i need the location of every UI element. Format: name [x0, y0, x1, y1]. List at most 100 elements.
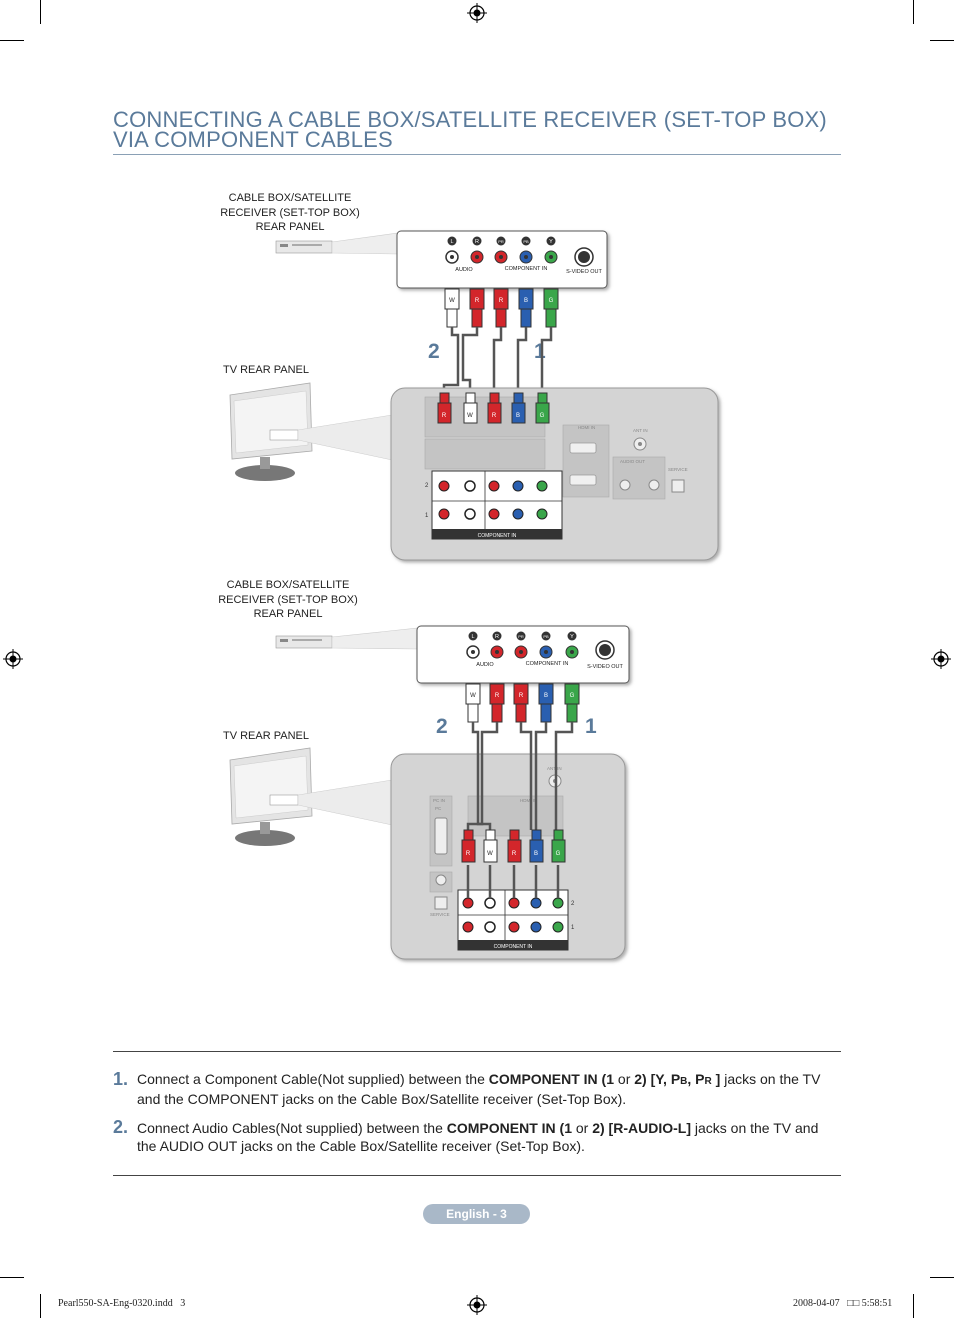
step-bold-part: 2) [Y, P — [634, 1071, 681, 1087]
svideo-out-label: S-VIDEO OUT — [566, 269, 602, 275]
hdmi-ports — [569, 442, 597, 486]
footer-file-name: Pearl550-SA-Eng-0320.indd 3 — [58, 1298, 186, 1309]
audio-label: AUDIO — [455, 267, 473, 273]
step-bold-part: ] — [711, 1071, 721, 1087]
tv-thumbnail — [229, 747, 313, 846]
svg-text:W: W — [467, 413, 473, 419]
page-title: CONNECTING A CABLE BOX/SATELLITE RECEIVE… — [113, 109, 841, 152]
step-text-part: or — [614, 1071, 635, 1087]
svg-text:AUDIO OUT: AUDIO OUT — [620, 459, 645, 464]
cable-box-label: CABLE BOX/SATELLITE RECEIVER (SET-TOP BO… — [210, 191, 370, 235]
svg-text:B: B — [524, 298, 528, 304]
registration-mark-icon — [3, 649, 23, 669]
jack-label-L: L — [450, 239, 453, 245]
svg-text:R: R — [492, 413, 497, 419]
page-number-badge: English - 3 — [423, 1204, 530, 1224]
cable-box-label-line: RECEIVER (SET-TOP BOX) — [218, 593, 358, 606]
svg-text:2: 2 — [571, 901, 575, 907]
title-line-2: VIA COMPONENT CABLES — [113, 127, 393, 152]
crop-mark — [40, 1294, 41, 1318]
svg-text:R: R — [466, 851, 471, 857]
svg-text:S-VIDEO OUT: S-VIDEO OUT — [587, 664, 623, 670]
crop-mark — [913, 0, 914, 24]
crop-mark — [40, 0, 41, 24]
step-1-text: Connect a Component Cable(Not supplied) … — [137, 1071, 841, 1108]
step-2-number: 2. — [113, 1117, 129, 1137]
cable-box-label-line: CABLE BOX/SATELLITE — [228, 192, 352, 204]
cable-number-1: 1 — [534, 340, 546, 363]
svg-text:R: R — [495, 693, 500, 699]
cable-box-label-line: CABLE BOX/SATELLITE — [226, 579, 350, 591]
svg-text:R: R — [512, 851, 517, 857]
tv-thumbnail — [229, 382, 313, 481]
svg-text:R: R — [442, 413, 447, 419]
cable-box-label-line: REAR PANEL — [253, 608, 323, 620]
cable-box-thumbnail — [275, 635, 333, 649]
svg-text:HDMI IN: HDMI IN — [578, 425, 595, 430]
cable-box-label: CABLE BOX/SATELLITE RECEIVER (SET-TOP BO… — [208, 578, 368, 622]
svg-text:G: G — [556, 851, 561, 857]
svg-text:W: W — [449, 298, 455, 304]
svg-text:R: R — [499, 298, 504, 304]
step-text-part: Connect a Component Cable(Not supplied) … — [137, 1071, 489, 1087]
step-bold-part: COMPONENT IN (1 — [446, 1120, 572, 1136]
cable-number-2: 2 — [436, 715, 448, 738]
title-underline — [113, 154, 841, 155]
svg-text:PC: PC — [435, 806, 442, 811]
svg-text:COMPONENT IN: COMPONENT IN — [494, 944, 533, 950]
tv-panel-labels: HDMI IN ANT IN AUDIO OUT SERVICE — [578, 425, 688, 472]
crop-mark — [913, 1294, 914, 1318]
svg-text:PC IN: PC IN — [433, 798, 445, 803]
jack-label-R: R — [475, 239, 479, 245]
svg-text:R: R — [475, 298, 480, 304]
registration-mark-icon — [931, 649, 951, 669]
step-text-part: or — [571, 1120, 593, 1136]
cable-number-1: 1 — [585, 715, 597, 738]
step-2-text: Connect Audio Cables(Not supplied) betwe… — [137, 1120, 841, 1155]
tv-rear-panel-label: TV REAR PANEL — [223, 730, 309, 742]
svg-text:SERVICE: SERVICE — [668, 467, 688, 472]
svg-text:B: B — [516, 413, 520, 419]
svg-text:2: 2 — [425, 483, 429, 489]
crop-mark — [930, 40, 954, 41]
registration-mark-icon — [467, 3, 487, 23]
cables — [442, 327, 553, 393]
crop-mark — [0, 40, 24, 41]
jack-label-PR: PR — [498, 239, 504, 244]
set-top-box-jacks — [466, 640, 615, 660]
cable-box-label-line: RECEIVER (SET-TOP BOX) — [220, 206, 360, 219]
connection-diagram-1: L R PR PB Y AUDIO COMPONENT IN S-VIDEO O… — [229, 230, 719, 561]
svg-text:R: R — [495, 634, 499, 640]
component-in-label: COMPONENT IN — [505, 266, 548, 272]
step-text-part: jacks on the TV and the COMPONENT jacks … — [137, 1071, 821, 1107]
svg-text:ANT IN: ANT IN — [547, 766, 562, 771]
svg-text:HDMI IN: HDMI IN — [520, 798, 537, 803]
tv-rear-panel-label: TV REAR PANEL — [223, 364, 309, 376]
svg-text:PB: PB — [543, 634, 549, 639]
svg-text:PR: PR — [518, 634, 524, 639]
svg-text:1: 1 — [425, 513, 429, 519]
step-bold-part: , P — [687, 1071, 705, 1087]
step-1-number: 1. — [113, 1069, 129, 1089]
cable-box-label-line: REAR PANEL — [255, 221, 325, 233]
step-text-part: Connect Audio Cables(Not supplied) betwe… — [137, 1120, 447, 1136]
set-top-box-labels: L R PR PB Y AUDIO COMPONENT IN S-VIDEO O… — [468, 631, 624, 670]
svg-text:COMPONENT IN: COMPONENT IN — [526, 661, 569, 667]
cable-number-2: 2 — [428, 340, 440, 363]
step-subscript: B — [680, 1076, 688, 1087]
footer-timestamp: 2008-04-07 □□ 5:58:51 — [793, 1298, 893, 1309]
svg-text:1: 1 — [571, 925, 575, 931]
jack-label-Y: Y — [549, 239, 553, 245]
tv-panel-labels: ANT IN PC IN PC HDMI IN SERVICE — [430, 766, 562, 917]
svg-text:SERVICE: SERVICE — [430, 912, 450, 917]
connection-diagram-2: L R PR PB Y AUDIO COMPONENT IN S-VIDEO O… — [229, 625, 630, 960]
svg-text:G: G — [570, 693, 575, 699]
tv-component-in-label: COMPONENT IN — [478, 533, 517, 539]
svg-text:R: R — [519, 693, 524, 699]
svg-text:W: W — [470, 693, 476, 699]
crop-mark — [0, 1277, 24, 1278]
set-top-box-jacks — [445, 247, 594, 267]
instructions-top-rule — [113, 1051, 841, 1052]
step-text-part: jacks on the TV and the AUDIO OUT jacks … — [137, 1120, 819, 1154]
svg-text:Y: Y — [570, 634, 574, 640]
